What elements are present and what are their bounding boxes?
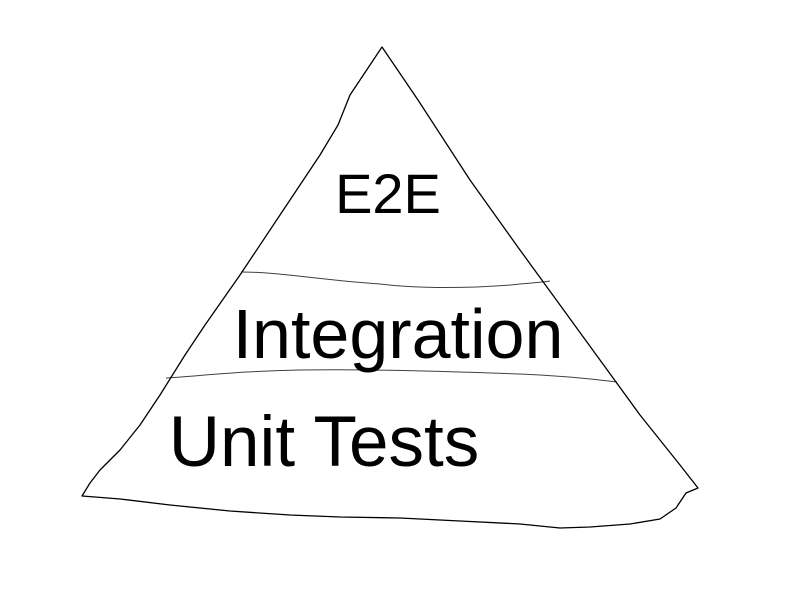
pyramid-outline bbox=[81, 46, 699, 529]
tier-label-unit-tests: Unit Tests bbox=[169, 403, 479, 482]
tier-divider-bottom bbox=[165, 369, 618, 383]
tier-label-e2e: E2E bbox=[335, 162, 441, 225]
tier-divider-top bbox=[240, 271, 551, 288]
tier-label-integration: Integration bbox=[233, 295, 564, 373]
